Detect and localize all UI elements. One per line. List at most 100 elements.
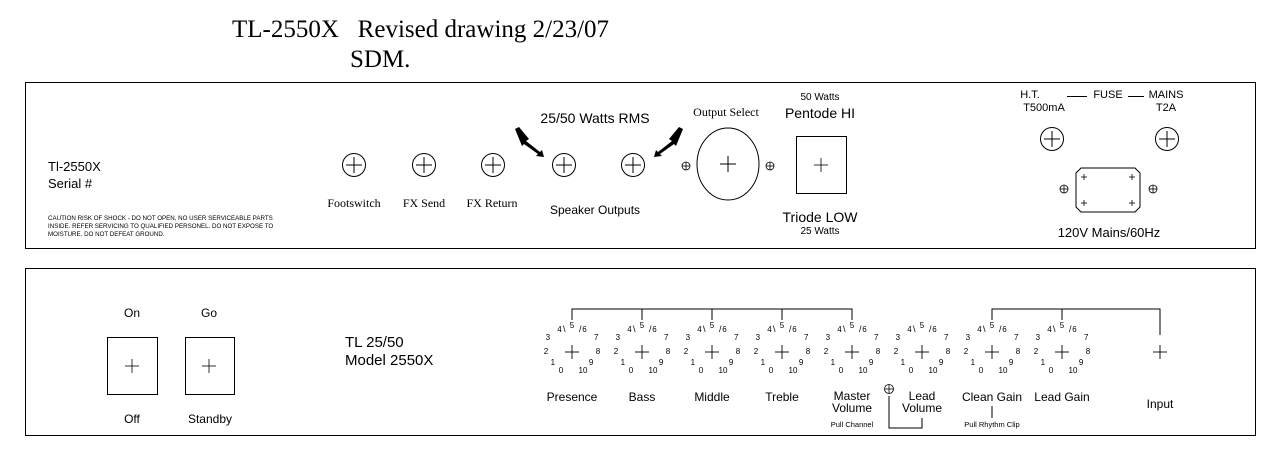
speaker-output-jack-1[interactable] <box>551 152 577 178</box>
power-switch[interactable] <box>107 337 158 395</box>
dial-tick: / <box>859 324 862 334</box>
dial-scale-digit: 9 <box>588 358 594 367</box>
dial-scale-digit: 7 <box>1013 333 1019 342</box>
dial-scale-digit: 1 <box>690 358 696 367</box>
ht-fuse-holder[interactable] <box>1039 126 1065 152</box>
dial-scale-digit: 3 <box>685 333 691 342</box>
dial-scale-digit: 5 <box>569 321 575 330</box>
power-off-label: Off <box>124 412 140 426</box>
input-label: Input <box>1146 397 1174 411</box>
dial-scale-digit: 10 <box>718 366 728 376</box>
dial-scale-digit: 4 <box>837 325 842 335</box>
output-select-label: Output Select <box>693 105 759 119</box>
dial-scale-digit: 7 <box>943 333 949 342</box>
dial-scale-digit: 3 <box>1035 333 1041 342</box>
dial-tick: \ <box>563 324 566 334</box>
dial-scale-digit: 8 <box>665 347 671 356</box>
fx-send-jack[interactable] <box>411 152 437 178</box>
footswitch-label: Footswitch <box>327 196 381 210</box>
output-select-screw-right-icon <box>765 161 775 171</box>
dial-scale-digit: 10 <box>928 366 938 376</box>
output-select-knob[interactable] <box>696 127 760 201</box>
dial-tick: \ <box>843 324 846 334</box>
lead-gain-label: Lead Gain <box>1034 390 1090 404</box>
mains-voltage-label: 120V Mains/60Hz <box>1057 225 1161 240</box>
caution-line: INSIDE. REFER SERVICING TO QUALIFIED PER… <box>48 223 274 230</box>
footswitch-jack[interactable] <box>341 152 367 178</box>
master-volume-label: Master Volume <box>812 390 892 414</box>
dial-tick: / <box>1069 324 1072 334</box>
treble-label: Treble <box>765 390 799 404</box>
output-select-screw-left-icon <box>681 161 691 171</box>
dial-scale-digit: 7 <box>663 333 669 342</box>
dial-scale-digit: 5 <box>919 321 925 330</box>
middle-label: Middle <box>694 390 730 404</box>
dial-scale-digit: 6 <box>1002 325 1007 335</box>
speaker-output-jack-2[interactable] <box>620 152 646 178</box>
dial-scale-digit: 1 <box>900 358 906 367</box>
fx-send-label: FX Send <box>402 196 446 210</box>
dial-scale-digit: 10 <box>648 366 658 376</box>
dial-scale-digit: 4 <box>627 325 632 335</box>
dial-scale-digit: 3 <box>755 333 761 342</box>
dial-scale-digit: 0 <box>838 366 844 376</box>
bass-label: Bass <box>628 390 656 404</box>
dial-scale-digit: 6 <box>792 325 797 335</box>
dial-scale-digit: 6 <box>582 325 587 335</box>
pentode-triode-switch[interactable] <box>796 136 847 194</box>
dial-tick: \ <box>773 324 776 334</box>
dial-tick: / <box>789 324 792 334</box>
power-on-label: On <box>123 306 140 320</box>
dial-scale-digit: 0 <box>698 366 704 376</box>
dial-scale-digit: 9 <box>728 358 734 367</box>
speaker-outputs-label: Speaker Outputs <box>549 203 641 217</box>
fx-return-jack[interactable] <box>480 152 506 178</box>
dial-scale-digit: 1 <box>1040 358 1046 367</box>
standby-label: Standby <box>187 412 233 426</box>
dial-scale-digit: 5 <box>1059 321 1065 330</box>
dial-scale-digit: 2 <box>613 347 619 356</box>
dial-scale-digit: 8 <box>805 347 811 356</box>
dial-scale-digit: 7 <box>733 333 739 342</box>
mains-label: MAINS <box>1148 89 1184 101</box>
lightning-arrow-right-icon <box>654 127 683 157</box>
dial-scale-digit: 10 <box>998 366 1008 376</box>
ht-fuse-rating: T500mA <box>1023 102 1065 114</box>
fuse-divider-line <box>1128 96 1144 97</box>
dial-scale-digit: 5 <box>849 321 855 330</box>
master-volume-label-line1: Master <box>833 389 871 403</box>
dial-tick: / <box>649 324 652 334</box>
standby-switch[interactable] <box>185 337 235 395</box>
switch-center-icon <box>814 158 828 172</box>
dial-scale-digit: 10 <box>858 366 868 376</box>
mains-fuse-holder[interactable] <box>1154 126 1180 152</box>
dial-scale-digit: 7 <box>873 333 879 342</box>
input-jack[interactable] <box>1152 344 1168 360</box>
iec-mains-inlet[interactable] <box>1075 167 1141 213</box>
dial-scale-digit: 3 <box>615 333 621 342</box>
dial-scale-digit: 2 <box>823 347 829 356</box>
triode-watts: 25 Watts <box>800 226 840 237</box>
pull-switch-screw-icon <box>884 384 894 394</box>
dial-scale-digit: 10 <box>1068 366 1078 376</box>
dial-scale-digit: 1 <box>760 358 766 367</box>
dial-scale-digit: 6 <box>932 325 937 335</box>
triode-label: Triode LOW <box>782 209 858 225</box>
lead-volume-label-line1: Lead <box>908 389 936 403</box>
standby-go-label: Go <box>200 306 217 320</box>
middle-knob-center-icon <box>705 345 719 359</box>
dial-scale-digit: 5 <box>709 321 715 330</box>
dial-scale-digit: 0 <box>978 366 984 376</box>
dial-tick: / <box>579 324 582 334</box>
dial-scale-digit: 8 <box>1085 347 1091 356</box>
lightning-arrow-left-icon <box>515 127 544 157</box>
dial-scale-digit: 6 <box>1072 325 1077 335</box>
